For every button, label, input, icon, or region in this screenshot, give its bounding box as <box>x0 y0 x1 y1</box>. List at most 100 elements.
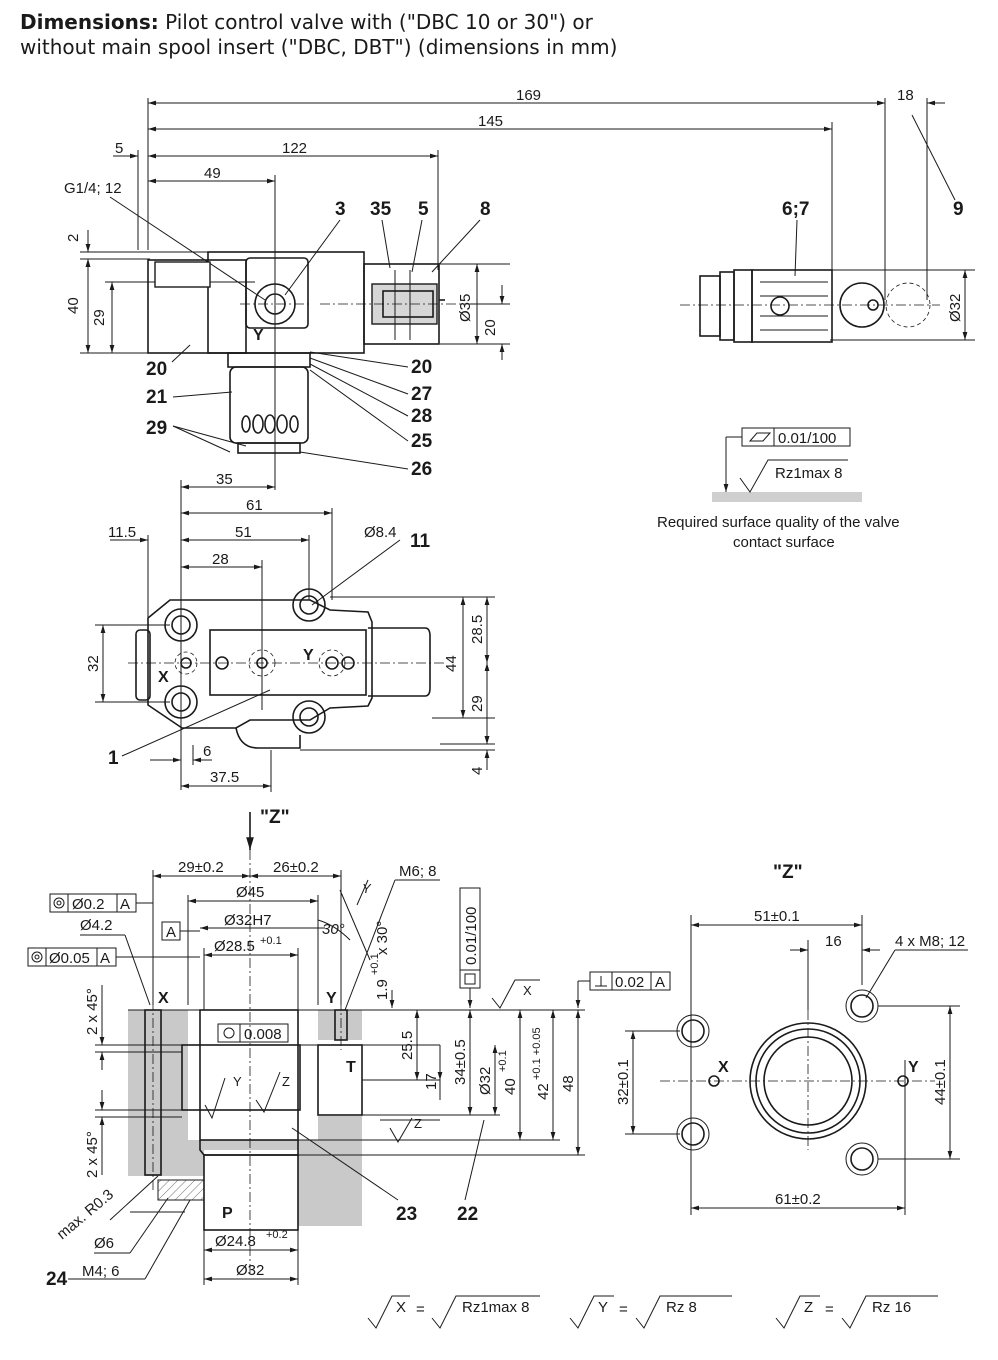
dim-d8-4: Ø8.4 <box>364 524 397 541</box>
angle-30: 30° <box>322 921 345 938</box>
surface-mark-z2: Z <box>414 1116 422 1131</box>
port-y-top: Y <box>253 327 264 344</box>
tol-roundness: 0.008 <box>244 1026 282 1043</box>
dim-d28-5-tol: +0.1 <box>260 935 282 947</box>
chamfer-bottom: 2 x 45° <box>84 1131 101 1178</box>
dim-d32h7: Ø32H7 <box>224 912 272 929</box>
thread-m6: M6; 8 <box>399 863 437 880</box>
dim-d45: Ø45 <box>236 884 264 901</box>
port-p-section: P <box>222 1205 233 1222</box>
callout-25: 25 <box>411 431 433 452</box>
dim-61-z: 61±0.2 <box>775 1191 821 1208</box>
dim-32-plan: 32 <box>85 655 102 672</box>
port-y-plan: Y <box>303 647 314 664</box>
dim-34: 34±0.5 <box>452 1039 469 1085</box>
section-mark-y: Y <box>362 881 372 896</box>
roughness-value: Rz1max 8 <box>775 465 843 482</box>
dim-d24-8-tol: +0.2 <box>266 1229 288 1241</box>
dim-37-5: 37.5 <box>210 769 239 786</box>
tol-datum-a-3: A <box>655 974 665 991</box>
tol-datum-a-2: A <box>100 950 110 967</box>
surface-mark-y: Y <box>233 1074 242 1089</box>
section-view: "Z" 29±0.2 26±0.2 Ø45 M6; 8 <box>27 807 671 1290</box>
dim-44-plan: 44 <box>443 655 460 672</box>
callout-9: 9 <box>953 199 964 220</box>
surface-caption-1: Required surface quality of the valve <box>657 514 900 531</box>
dim-d35: Ø35 <box>457 294 474 322</box>
port-t-section: T <box>346 1059 356 1076</box>
tol-perpendicular: 0.02 <box>615 974 644 991</box>
dim-44-z: 44±0.1 <box>932 1059 949 1105</box>
port-x-plan: X <box>158 669 169 686</box>
legend-x-value: Rz1max 8 <box>462 1299 530 1316</box>
thread-m4: M4; 6 <box>82 1263 120 1280</box>
dim-29-02: 29±0.2 <box>178 859 224 876</box>
callout-26: 26 <box>411 459 432 480</box>
dim-4-plan: 4 <box>469 767 486 775</box>
callout-28: 28 <box>411 406 432 427</box>
heading-line2: without main spool insert ("DBC, DBT") (… <box>20 35 618 59</box>
z-view-title: "Z" <box>773 862 803 883</box>
dim-1-9-tol: +0.1 <box>369 953 381 975</box>
dim-40-section: 40 <box>502 1078 519 1095</box>
top-view: 169 18 145 5 122 49 G1/4; 12 2 40 29 <box>64 87 975 490</box>
dim-51: 51 <box>235 524 252 541</box>
dim-6-plan: 6 <box>203 743 211 760</box>
port-y-section: Y <box>326 990 337 1007</box>
callout-8: 8 <box>480 199 491 220</box>
surface-mark-z1: Z <box>282 1074 290 1089</box>
callout-3: 3 <box>335 199 346 220</box>
dim-40: 40 <box>65 297 82 314</box>
surface-quality-symbol: 0.01/100 Rz1max 8 Required surface quali… <box>657 427 900 551</box>
dim-1-9: 1.9 <box>374 979 391 1000</box>
dim-18: 18 <box>897 87 914 104</box>
dim-28: 28 <box>212 551 229 568</box>
callout-5: 5 <box>418 199 429 220</box>
callout-1: 1 <box>108 748 119 769</box>
legend-y-symbol: Y <box>598 1299 608 1316</box>
dim-29: 29 <box>91 309 108 326</box>
roughness-legend: X = Rz1max 8 Y = Rz 8 Z = Rz 16 <box>367 1295 938 1329</box>
dim-122: 122 <box>282 140 307 157</box>
dim-42-tol: +0.1 +0.05 <box>531 1027 543 1080</box>
dim-145: 145 <box>478 113 503 130</box>
dim-25-5: 25.5 <box>399 1031 416 1060</box>
dim-49: 49 <box>204 165 221 182</box>
legend-eq-y: = <box>619 1301 628 1318</box>
dim-42: 42 <box>535 1083 552 1100</box>
dim-28-5: 28.5 <box>469 615 486 644</box>
callout-27: 27 <box>411 384 432 405</box>
z-marker: "Z" <box>260 807 290 828</box>
dim-61: 61 <box>246 497 263 514</box>
dim-1-9-angle: x 30° <box>374 921 391 955</box>
thread-g14: G1/4; 12 <box>64 180 122 197</box>
callout-35: 35 <box>370 199 392 220</box>
legend-z-value: Rz 16 <box>872 1299 911 1316</box>
dim-40-tol: +0.1 <box>497 1050 509 1072</box>
callout-20-right: 20 <box>411 357 432 378</box>
callout-23: 23 <box>396 1204 417 1225</box>
callout-11: 11 <box>410 531 431 552</box>
dimensions-heading: Dimensions: Pilot control valve with ("D… <box>20 10 617 60</box>
dim-2: 2 <box>65 234 82 242</box>
thread-m8: 4 x M8; 12 <box>895 933 965 950</box>
tol-position-005: Ø0.05 <box>49 950 90 967</box>
legend-z-symbol: Z <box>804 1299 813 1316</box>
port-x-z: X <box>718 1059 729 1076</box>
dim-35: 35 <box>216 471 233 488</box>
legend-x-symbol: X <box>396 1299 406 1316</box>
dim-169: 169 <box>516 87 541 104</box>
dim-17: 17 <box>423 1073 440 1090</box>
heading-bold: Dimensions: <box>20 10 159 34</box>
dim-16-z: 16 <box>825 933 842 950</box>
callout-20-left: 20 <box>146 359 167 380</box>
callout-24: 24 <box>46 1269 68 1290</box>
z-view: "Z" 51±0.1 16 4 x M8; 12 X Y 32±0.1 <box>615 862 968 1215</box>
callout-29: 29 <box>146 418 167 439</box>
chamfer-top: 2 x 45° <box>84 988 101 1035</box>
dim-d32-knob: Ø32 <box>947 294 964 322</box>
dim-d32-bottom: Ø32 <box>236 1262 264 1279</box>
flatness-value: 0.01/100 <box>778 430 836 447</box>
datum-a-box: A <box>166 924 176 941</box>
